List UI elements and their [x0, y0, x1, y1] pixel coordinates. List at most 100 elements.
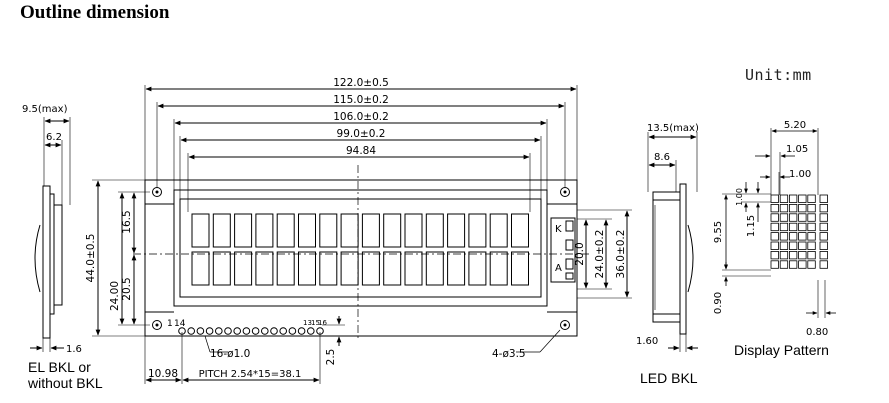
left-dim-bottom: 1.6	[66, 344, 82, 355]
pattern-dot	[779, 250, 789, 260]
character-cell	[298, 251, 316, 286]
character-cell	[191, 213, 210, 248]
connector-pin	[279, 327, 288, 335]
dim-115: 115.0±0.2	[333, 94, 389, 106]
character-cell	[234, 213, 253, 248]
pattern-dot	[798, 222, 807, 232]
side-view-el	[30, 117, 71, 352]
dim-44: 44.0±0.5	[85, 234, 97, 283]
connector-pin	[233, 327, 241, 335]
caption-el-line2: without BKL	[28, 375, 103, 391]
pattern-dot-next	[819, 203, 828, 213]
pattern-dot	[807, 250, 816, 260]
led-a-label: A	[555, 263, 562, 274]
character-cell	[234, 251, 253, 286]
connector-pin	[288, 327, 297, 335]
character-cell	[276, 251, 295, 286]
pattern-dot	[789, 203, 798, 213]
viewing-area	[179, 198, 542, 298]
right-dim-depth: 8.6	[654, 152, 670, 163]
caption-led-bkl: LED BKL	[640, 370, 698, 386]
side-view-led	[647, 132, 698, 352]
pattern-dot	[807, 260, 816, 269]
character-cell	[511, 213, 529, 248]
pattern-dot	[798, 241, 807, 250]
caption-display-pattern: Display Pattern	[734, 342, 829, 358]
mount-hole-br	[560, 320, 570, 330]
pattern-dot-next	[819, 250, 828, 260]
pattern-dim-9-55: 9.55	[713, 221, 724, 243]
pattern-dot-next	[819, 232, 828, 241]
character-cell	[447, 213, 466, 248]
character-cell	[404, 251, 423, 286]
character-cell	[340, 251, 359, 286]
character-cell	[319, 213, 338, 248]
pattern-dot	[789, 250, 798, 260]
character-cell	[404, 213, 423, 248]
pattern-dot	[807, 241, 816, 250]
character-cell	[319, 251, 338, 286]
pattern-dot	[789, 232, 798, 241]
pattern-dot	[789, 222, 798, 232]
connector-pin	[242, 327, 251, 335]
pattern-dot	[779, 260, 789, 269]
character-cell	[447, 251, 466, 286]
connector-pin	[196, 327, 205, 335]
display-pattern	[722, 128, 836, 318]
pattern-dim-0-80: 0.80	[806, 327, 828, 338]
character-cell	[340, 213, 359, 248]
pattern-dot	[798, 260, 807, 269]
pin-15-label: 15	[311, 319, 320, 327]
pin-16-label: 16	[318, 319, 327, 327]
pattern-dot	[770, 203, 779, 213]
right-dim-max: 13.5(max)	[647, 123, 699, 134]
connector-pin	[270, 327, 278, 335]
pattern-dot	[798, 203, 807, 213]
pattern-dot	[807, 232, 816, 241]
pin-14-label: 14	[174, 319, 186, 329]
page-title: Outline dimension	[20, 2, 170, 23]
dot-matrix	[770, 194, 828, 269]
character-cell	[425, 251, 444, 286]
character-cell	[298, 213, 316, 248]
character-cell	[489, 213, 508, 248]
character-cell	[361, 213, 380, 248]
character-cell	[212, 251, 231, 286]
pattern-dot	[779, 241, 789, 250]
pattern-dot	[807, 203, 816, 213]
pattern-dot	[770, 241, 779, 250]
pattern-dot	[779, 222, 789, 232]
pattern-dot	[779, 232, 789, 241]
pattern-dot	[798, 213, 807, 222]
pattern-dim-5-20: 5.20	[784, 120, 806, 131]
pattern-dot	[798, 232, 807, 241]
dim-10-98: 10.98	[148, 368, 178, 380]
character-cell	[383, 213, 402, 248]
unit-label: Unit:mm	[745, 66, 812, 84]
connector-pin	[307, 327, 315, 335]
pattern-dot	[798, 250, 807, 260]
pattern-dot	[770, 260, 779, 269]
character-cell	[276, 213, 295, 248]
pattern-dot	[789, 260, 798, 269]
pattern-dim-1-00: 1.00	[789, 169, 811, 180]
right-dim-bottom: 1.60	[636, 336, 658, 347]
mount-holes-label: 4-ø3.5	[492, 348, 526, 360]
pattern-dot	[798, 194, 807, 203]
caption-el-bkl: EL BKL or without BKL	[28, 359, 103, 391]
pattern-dot-next	[819, 222, 828, 232]
character-cell	[361, 251, 380, 286]
pattern-dot	[770, 213, 779, 222]
connector-pin	[261, 327, 269, 335]
pattern-dot	[789, 241, 798, 250]
connector-pin	[205, 327, 214, 335]
dim-36: 36.0±0.2	[615, 230, 627, 279]
connector-pins	[178, 327, 324, 335]
character-cell	[191, 251, 210, 286]
dim-20-0: 20.0	[574, 242, 586, 265]
pin-13-label: 13	[303, 319, 312, 327]
left-dim-depth: 6.2	[46, 132, 62, 143]
left-dim-max: 9.5(max)	[22, 104, 68, 115]
led-k-label: K	[555, 224, 562, 235]
connector-pin	[297, 327, 306, 335]
